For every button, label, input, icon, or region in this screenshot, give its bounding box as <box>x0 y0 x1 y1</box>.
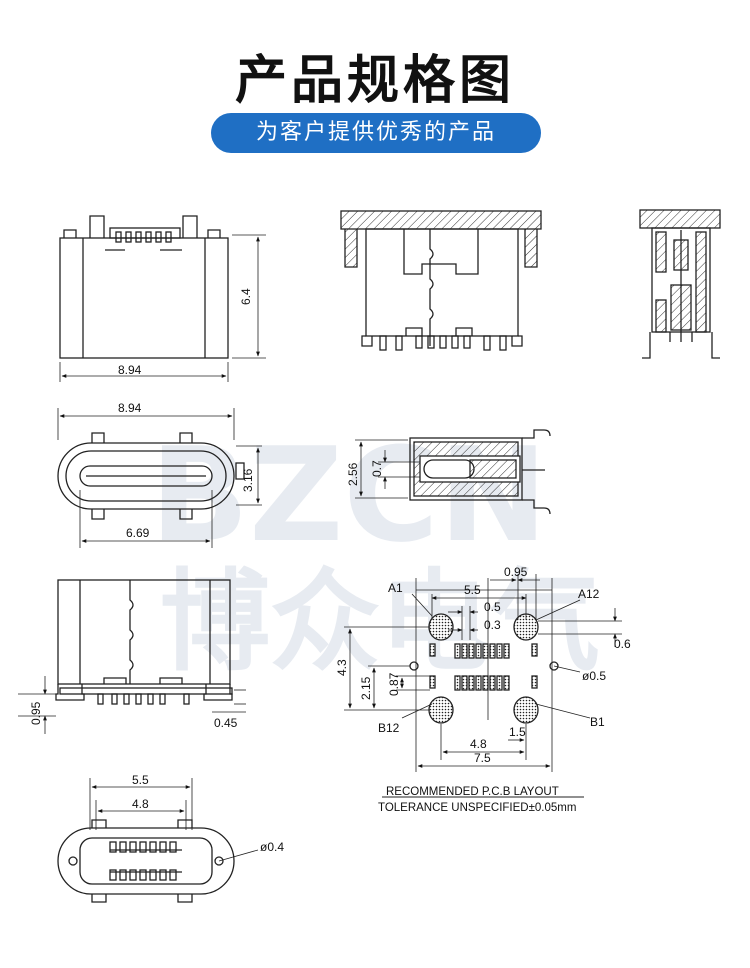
pcb-dim-1.5: 1.5 <box>509 725 526 739</box>
dim-bottom-pitch-outer: 5.5 <box>132 773 149 787</box>
pcb-dim-0.6: 0.6 <box>614 637 631 651</box>
pcb-layout <box>344 574 622 798</box>
pcb-dim-hole: ø0.5 <box>582 669 606 683</box>
pcb-dim-0.3: 0.3 <box>484 618 501 632</box>
pin-label-a12: A12 <box>578 587 600 601</box>
pcb-dim-5.5: 5.5 <box>464 583 481 597</box>
pcb-dim-0.87: 0.87 <box>387 672 401 696</box>
pin-label-b12: B12 <box>378 721 400 735</box>
pcb-notes-title: RECOMMENDED P.C.B LAYOUT <box>386 786 559 798</box>
dim-bottom-pitch-inner: 4.8 <box>132 797 149 811</box>
dim-top-inner-width: 6.69 <box>126 526 150 540</box>
dim-top-width: 8.94 <box>118 401 142 415</box>
side-view <box>355 429 551 515</box>
side-section <box>639 209 721 359</box>
subtitle-badge: 为客户提供优秀的产品 <box>211 113 541 153</box>
pcb-dim-0.5: 0.5 <box>484 600 501 614</box>
pin-label-a1: A1 <box>388 581 403 595</box>
section-view <box>340 210 542 351</box>
dim-rear-pin-offset: 0.45 <box>214 716 238 730</box>
front-pins <box>115 231 172 243</box>
section-pins <box>379 335 507 351</box>
pin-label-b1: B1 <box>590 715 605 729</box>
pcb-pads-top <box>429 643 538 659</box>
pcb-pads-bottom <box>429 675 538 691</box>
rear-view <box>18 579 246 734</box>
pcb-dim-7.5: 7.5 <box>474 751 491 765</box>
rear-pins <box>97 693 190 705</box>
pcb-dim-4.3: 4.3 <box>335 659 349 676</box>
page-title: 产品规格图 <box>234 51 515 111</box>
pcb-dim-4.8: 4.8 <box>470 737 487 751</box>
bottom-view <box>57 778 259 903</box>
front-view <box>59 215 266 382</box>
dim-side-outer: 2.56 <box>346 462 360 486</box>
dim-top-height: 3.16 <box>241 468 255 492</box>
dim-front-width: 8.94 <box>118 363 142 377</box>
pcb-notes-tolerance: TOLERANCE UNSPECIFIED±0.05mm <box>378 802 576 814</box>
pcb-dim-2.15: 2.15 <box>359 676 373 700</box>
bottom-pins <box>109 841 177 881</box>
dim-side-inner: 0.7 <box>370 460 384 477</box>
dim-bottom-hole: ø0.4 <box>260 840 284 854</box>
top-view <box>57 408 262 548</box>
dim-rear-pin-height: 0.95 <box>29 701 43 725</box>
dim-front-height: 6.4 <box>239 288 253 305</box>
pcb-dim-0.95: 0.95 <box>504 565 528 579</box>
